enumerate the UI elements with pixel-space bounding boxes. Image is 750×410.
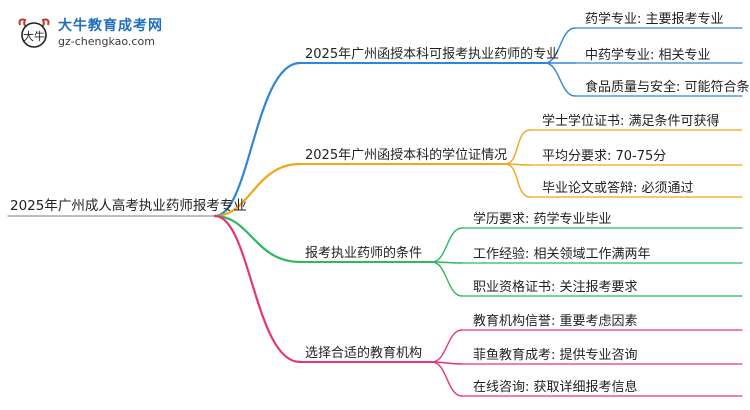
- branch-1-child-1-connector: [544, 27, 576, 64]
- branch-2-child-1: 学士学位证书: 满足条件可获得: [542, 114, 720, 129]
- branch-3-child-2: 工作经验: 相关领域工作满两年: [473, 247, 651, 262]
- branch-3-child-3: 职业资格证书: 关注报考要求: [473, 280, 638, 295]
- branch-1-connector: [213, 61, 302, 218]
- branch-2-child-1-connector: [504, 129, 531, 165]
- branch-3-child-1-connector: [431, 227, 463, 263]
- branch-4-child-3-connector: [431, 361, 463, 397]
- branch-4-connector: [213, 214, 302, 364]
- branch-2-connector: [213, 162, 302, 218]
- branch-2-child-3: 毕业论文或答辩: 必须通过: [542, 181, 694, 196]
- branch-4-child-3: 在线咨询: 获取详细报考信息: [473, 380, 638, 395]
- branch-2-child-3-connector: [504, 163, 531, 198]
- branch-1-child-3-connector: [544, 62, 576, 97]
- root-node-label: 2025年广州成人高考执业药师报考专业: [10, 198, 247, 214]
- branch-4-child-1: 教育机构信誉: 重要考虑因素: [473, 314, 638, 329]
- branch-2-child-2: 平均分要求: 70-75分: [542, 149, 667, 164]
- branch-3-child-1: 学历要求: 药学专业毕业: [473, 212, 612, 227]
- bull-logo-icon: 大牛: [18, 18, 50, 48]
- branch-4-child-1-connector: [431, 329, 463, 363]
- branch-4-child-2: 菲鱼教育成考: 提供专业咨询: [473, 348, 638, 363]
- logo-title: 大牛教育成考网: [58, 18, 163, 34]
- branch-1-child-1: 药学专业: 主要报考专业: [585, 12, 724, 27]
- logo-mark-text: 大牛: [23, 29, 45, 43]
- logo-url: gz-chengkao.com: [58, 35, 155, 48]
- branch-1-child-2: 中药学专业: 相关专业: [585, 48, 711, 63]
- branch-3-label: 报考执业药师的条件: [305, 246, 423, 261]
- branch-3-connector: [213, 214, 302, 264]
- branch-4-label: 选择合适的教育机构: [305, 346, 423, 361]
- branch-3-child-3-connector: [431, 261, 463, 297]
- site-logo[interactable]: 大牛 大牛教育成考网 gz-chengkao.com: [16, 13, 186, 53]
- branch-2-label: 2025年广州函授本科的学位证情况: [305, 148, 508, 163]
- branch-1-label: 2025年广州函授本科可报考执业药师的专业: [305, 47, 560, 62]
- branch-1-child-3: 食品质量与安全: 可能符合条件: [585, 80, 750, 95]
